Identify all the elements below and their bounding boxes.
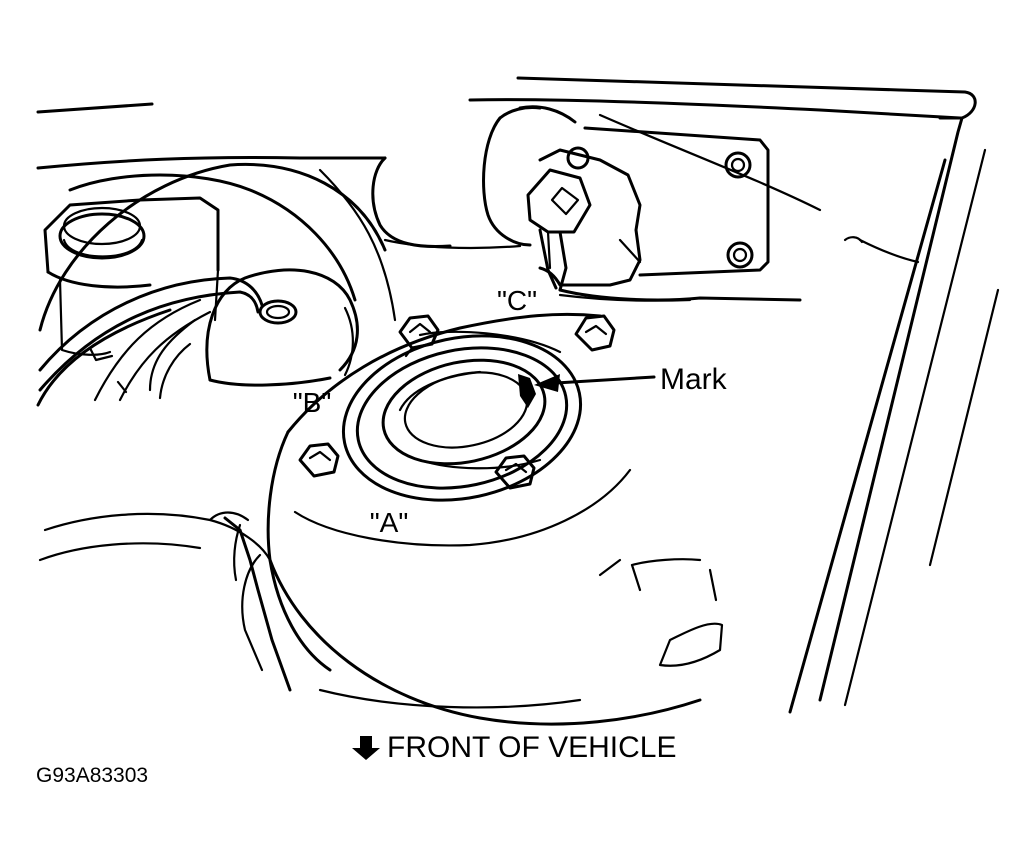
fender-outline bbox=[36, 76, 1000, 714]
label-c: "C" bbox=[497, 285, 537, 316]
headlamp-assembly bbox=[383, 105, 802, 302]
figure-id: G93A83303 bbox=[36, 764, 148, 787]
stud-a bbox=[494, 454, 536, 490]
stud-c bbox=[398, 314, 440, 358]
hoses bbox=[36, 276, 298, 407]
brake-booster bbox=[38, 156, 452, 387]
label-a: "A" bbox=[370, 507, 409, 538]
strut-mount-ring bbox=[341, 330, 583, 502]
mark-leader-arrow bbox=[534, 374, 656, 392]
label-mark: Mark bbox=[660, 363, 728, 396]
mounting-studs bbox=[298, 314, 616, 490]
fluid-reservoir bbox=[43, 196, 220, 362]
front-of-vehicle-label: FRONT OF VEHICLE bbox=[387, 731, 676, 764]
alignment-mark bbox=[518, 374, 536, 408]
arrow-down-icon bbox=[352, 736, 380, 760]
stud-b bbox=[298, 442, 340, 478]
front-indicator: FRONT OF VEHICLE bbox=[352, 731, 676, 764]
strut-tower bbox=[38, 293, 724, 726]
stud-c-right bbox=[574, 314, 616, 352]
label-b: "B" bbox=[293, 387, 332, 418]
